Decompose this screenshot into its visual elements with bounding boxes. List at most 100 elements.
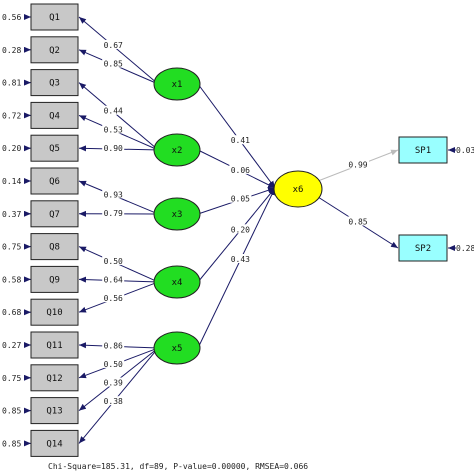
outcome-label-bg	[347, 159, 369, 169]
error-variance: 0.68	[2, 308, 21, 317]
path-coefficients: 0.670.850.440.530.900.930.790.500.640.56…	[2, 13, 474, 448]
error-variance: 0.75	[2, 243, 21, 252]
loading-label-bg	[102, 274, 125, 284]
loading-coefficient: 0.93	[104, 190, 123, 199]
loading-label-bg	[102, 340, 125, 350]
structural-coefficient: 0.06	[231, 166, 250, 175]
loading-coefficient: 0.85	[104, 60, 123, 69]
latent-ellipse	[153, 265, 201, 299]
indicator-label: Q4	[49, 111, 60, 121]
indicator-box	[30, 167, 79, 195]
loading-label-bg	[102, 377, 125, 387]
structural-coefficient: 0.20	[231, 225, 250, 234]
indicator-box	[30, 200, 79, 228]
loading-coefficient: 0.50	[104, 360, 123, 369]
error-variance: 0.28	[2, 46, 21, 55]
indicator-label: Q9	[49, 275, 60, 285]
loading-path	[78, 82, 156, 148]
latent-label: x4	[172, 278, 183, 288]
loading-coefficient: 0.64	[104, 276, 123, 285]
loading-coefficient: 0.79	[104, 209, 123, 218]
indicator-box	[30, 36, 79, 64]
indicator-box	[30, 3, 79, 31]
structural-label-bg	[229, 193, 252, 203]
error-variance: 0.56	[2, 13, 21, 22]
loading-coefficient: 0.86	[104, 341, 123, 350]
indicator-label: Q1	[49, 13, 60, 23]
loading-coefficient: 0.39	[104, 379, 123, 388]
latent-ellipse	[153, 197, 201, 231]
outcome-error-variance: 0.28	[456, 244, 474, 253]
structural-path	[197, 187, 276, 283]
indicator-box	[30, 331, 79, 359]
error-variance: 0.37	[2, 210, 21, 219]
indicator-label: Q14	[46, 439, 62, 449]
indicator-box	[30, 69, 79, 97]
diagram-nodes: Q1Q2Q3Q4Q5Q6Q7Q8Q9Q10Q11Q12Q13Q14x1x2x3x…	[30, 3, 448, 457]
indicator-box	[30, 233, 79, 261]
outcome-label: SP1	[415, 146, 431, 156]
loading-coefficient: 0.56	[104, 294, 123, 303]
indicator-box	[30, 397, 79, 425]
error-variance: 0.27	[2, 341, 21, 350]
outcome-box	[398, 136, 448, 164]
structural-label-bg	[229, 254, 252, 263]
indicator-label: Q5	[49, 144, 60, 154]
structural-coefficient: 0.41	[231, 136, 250, 145]
loading-label-bg	[102, 396, 125, 406]
latent-label: x2	[172, 146, 183, 156]
latent-ellipse	[153, 133, 201, 167]
indicator-label: Q2	[49, 46, 60, 56]
indicator-box	[30, 134, 79, 162]
loading-coefficient: 0.44	[104, 107, 123, 116]
indicator-box	[30, 265, 79, 293]
fit-statistics: Chi-Square=185.31, df=89, P-value=0.0000…	[48, 462, 308, 471]
loading-path	[78, 16, 156, 82]
structural-label-bg	[229, 135, 252, 145]
outcome-label-bg	[347, 216, 369, 226]
outcome-coefficient: 0.85	[348, 218, 367, 227]
outcome-error-variance: 0.03	[456, 146, 474, 155]
structural-path	[197, 187, 276, 349]
structural-coefficient: 0.05	[231, 195, 250, 204]
error-variance: 0.20	[2, 144, 21, 153]
indicator-label: Q11	[46, 341, 62, 351]
latent-label: x5	[172, 344, 183, 354]
structural-coefficient: 0.43	[231, 255, 250, 264]
indicator-label: Q10	[46, 308, 62, 318]
structural-label-bg	[229, 164, 252, 174]
loading-label-bg	[102, 124, 125, 134]
error-variance: 0.14	[2, 177, 21, 186]
indicator-box	[30, 298, 79, 326]
error-variance: 0.75	[2, 374, 21, 383]
indicator-box	[30, 101, 79, 129]
error-variance: 0.85	[2, 439, 21, 448]
central-latent-label: x6	[293, 185, 304, 195]
indicator-label: Q3	[49, 79, 60, 89]
loading-label-bg	[102, 255, 125, 265]
error-variance: 0.72	[2, 111, 21, 120]
loading-coefficient: 0.50	[104, 257, 123, 266]
loading-label-bg	[102, 142, 125, 152]
loading-label-bg	[102, 358, 125, 368]
error-variance: 0.85	[2, 407, 21, 416]
structural-label-bg	[229, 224, 252, 234]
latent-ellipse	[153, 67, 201, 101]
loading-coefficient: 0.67	[104, 41, 123, 50]
loading-coefficient: 0.53	[104, 125, 123, 134]
loading-label-bg	[102, 189, 125, 199]
loading-label-bg	[102, 58, 125, 68]
indicator-box	[30, 429, 79, 457]
indicator-label: Q13	[46, 407, 62, 417]
latent-label: x3	[172, 210, 183, 220]
central-latent-ellipse	[273, 170, 323, 208]
error-variance: 0.81	[2, 79, 21, 88]
loading-label-bg	[102, 207, 125, 217]
outcome-label: SP2	[415, 244, 431, 254]
indicator-label: Q8	[49, 243, 60, 253]
outcome-box	[398, 234, 448, 262]
error-variance: 0.58	[2, 275, 21, 284]
loading-label-bg	[102, 39, 125, 49]
loading-label-bg	[102, 293, 125, 303]
